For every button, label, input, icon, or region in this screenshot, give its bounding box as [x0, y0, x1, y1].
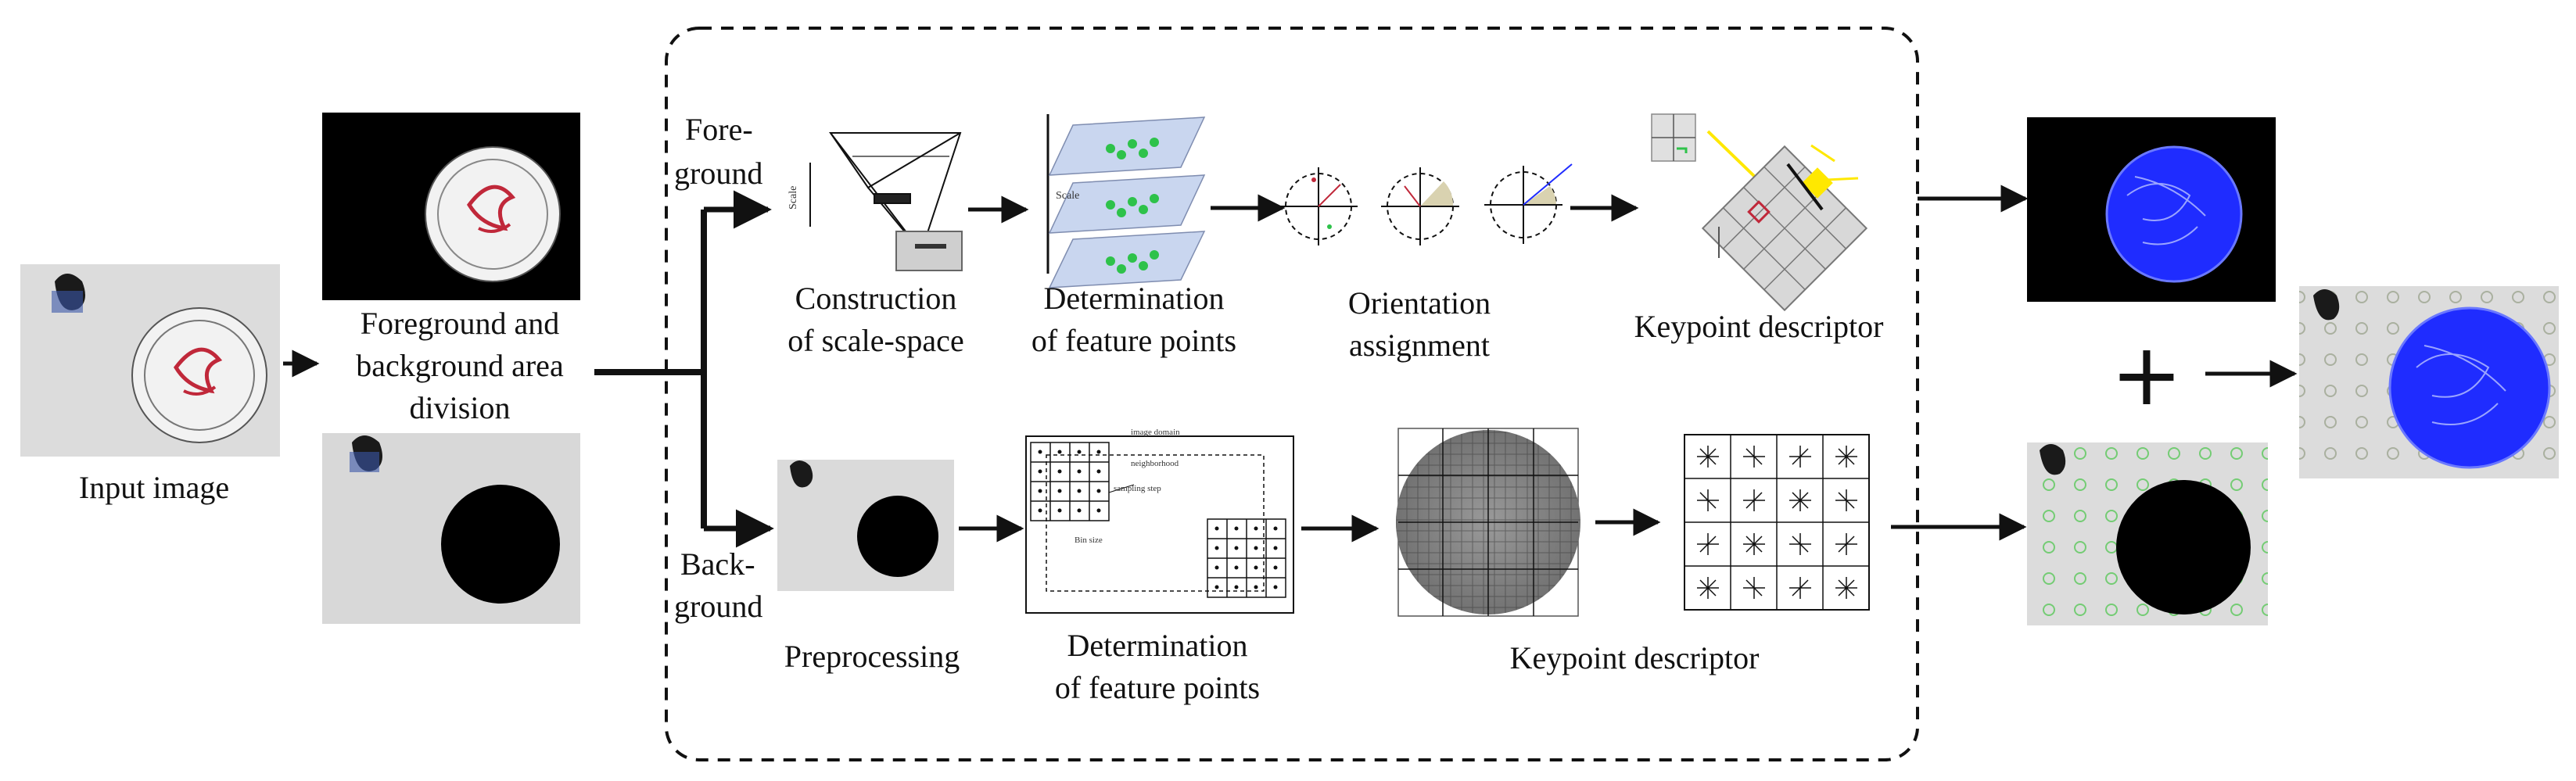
bg-output-image [2027, 442, 2268, 625]
label-orientation-line1: Orientation [1347, 285, 1491, 321]
grid-sampling-figure [1025, 435, 1294, 614]
plus-sign: + [2110, 324, 2183, 425]
scale-axis-label: Scale [788, 186, 799, 210]
label-back-line1: Back- [680, 546, 755, 582]
label-feature-fg-line2: of feature points [1031, 323, 1237, 358]
scale-space-figure [809, 132, 963, 271]
descriptor-fg-figure [1651, 113, 1868, 312]
label-orientation-line2: assignment [1349, 328, 1490, 363]
grid-note-sampling: sampling step [1114, 484, 1161, 493]
label-descriptor-fg: Keypoint descriptor [1634, 309, 1884, 344]
label-feature-fg-line1: Determination [1043, 281, 1225, 316]
label-division-line1: Foreground and [360, 306, 560, 341]
orientation-histogram-grid [1684, 434, 1870, 611]
grid-note-bin: Bin size [1075, 536, 1103, 545]
label-fore-line2: ground [674, 156, 763, 191]
label-feature-bg-line1: Determination [1067, 628, 1248, 663]
label-division-line2: background area [356, 348, 564, 383]
label-feature-bg-line2: of feature points [1054, 670, 1261, 705]
label-descriptor-bg: Keypoint descriptor [1509, 640, 1760, 675]
label-division-line3: division [409, 390, 511, 425]
label-back-line2: ground [674, 589, 763, 624]
label-preprocessing: Preprocessing [784, 639, 960, 674]
scale-axis-label-2: Scale [1056, 190, 1079, 202]
foreground-image [322, 113, 580, 300]
label-scale-space-line2: of scale-space [788, 323, 964, 358]
feature-points-figure [1046, 114, 1206, 288]
grid-title: image domain [1131, 428, 1180, 437]
orientation-figure [1279, 163, 1573, 245]
grid-note-neighborhood: neighborhood [1131, 459, 1179, 468]
branch-lines [594, 210, 707, 528]
input-image [20, 264, 280, 457]
label-fore-line1: Fore- [685, 112, 753, 147]
preprocessing-image [777, 460, 954, 591]
fg-output-image [2027, 117, 2276, 302]
processing-frame [665, 27, 1919, 761]
label-scale-space-line1: Construction [795, 281, 957, 316]
gradient-disk-figure [1396, 428, 1580, 617]
label-input-image: Input image [78, 470, 230, 505]
combined-output-image [2299, 286, 2559, 478]
background-image [322, 433, 580, 624]
